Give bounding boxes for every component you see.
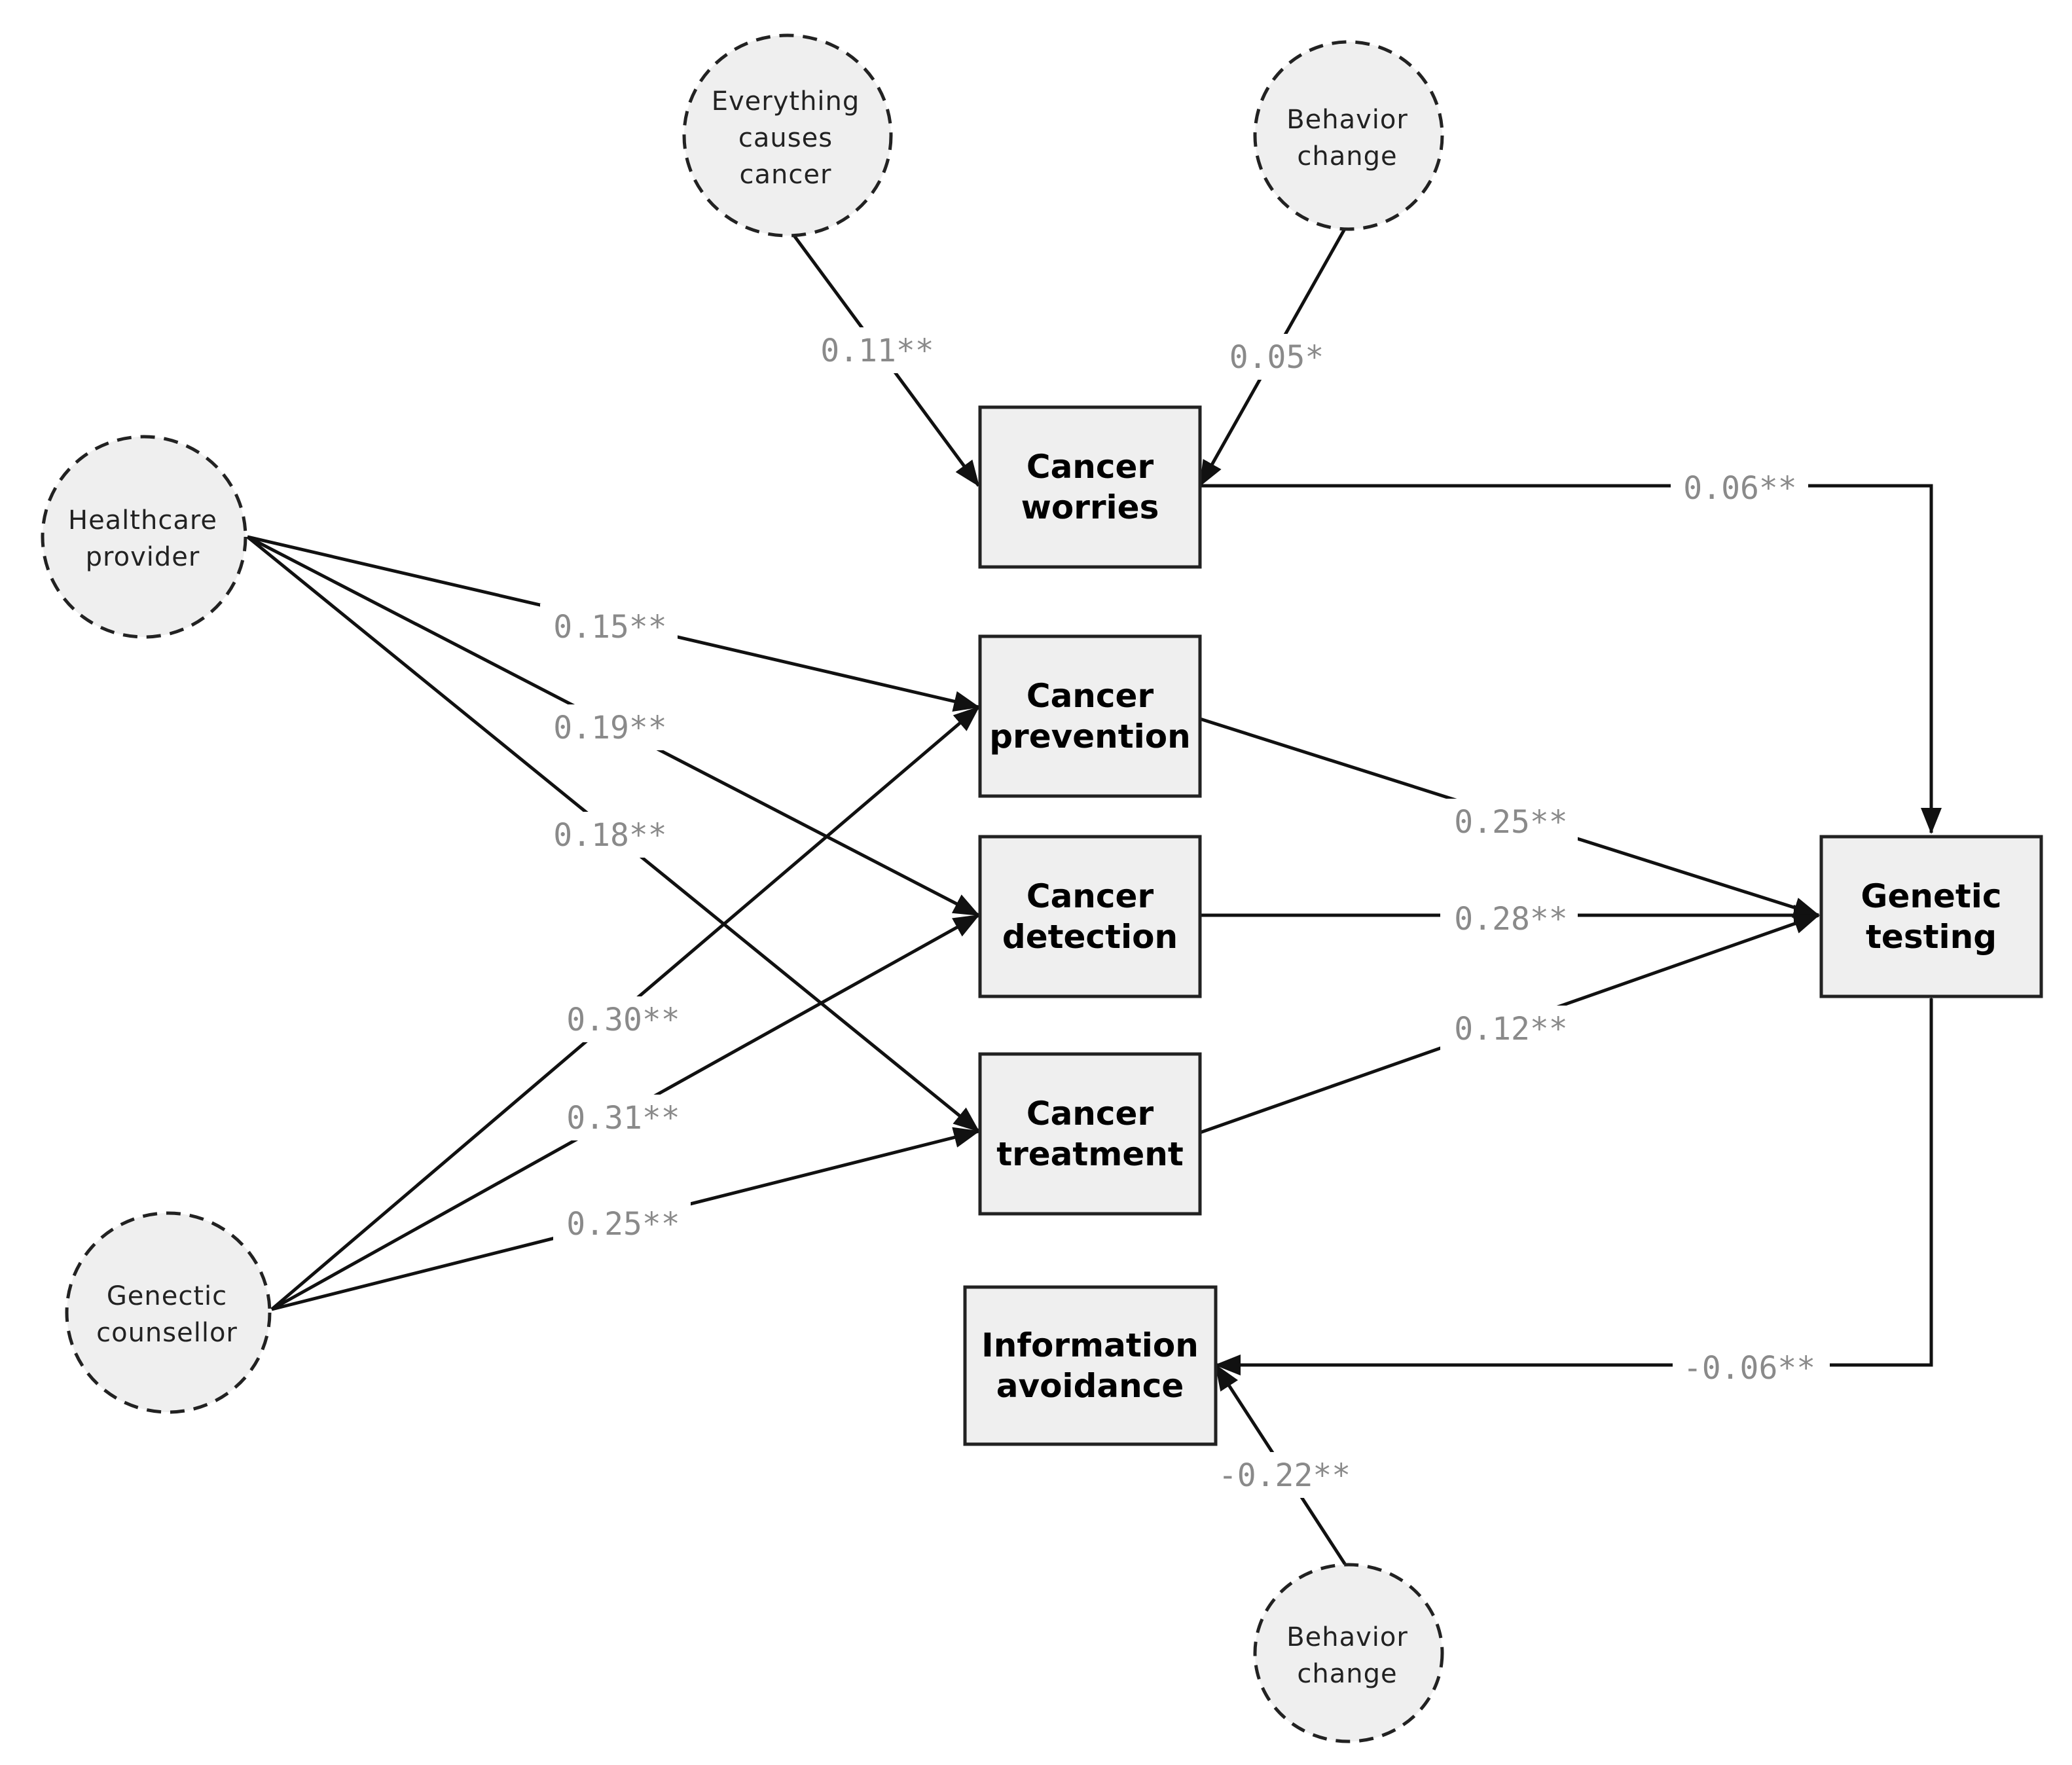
latent-label-line: Everything [712, 86, 860, 117]
coef-counsellor-to-detection: 0.31** [566, 1100, 680, 1137]
coef-counsellor-to-prevention: 0.30** [566, 1002, 680, 1038]
coef-provider-to-treatment: 0.18** [553, 817, 666, 854]
latent-healthcare-provider: Healthcare provider [41, 435, 247, 639]
box-label-line: Cancer [1027, 877, 1154, 915]
coef-detection-to-testing: 0.28** [1454, 901, 1567, 937]
coef-provider-to-detection: 0.19** [553, 710, 666, 746]
latent-label-line: provider [86, 542, 200, 572]
latent-nodes: Everything causes cancer Behavior change… [41, 33, 1444, 1743]
box-cancer-prevention: Cancer prevention [978, 634, 1202, 798]
box-label-line: treatment [996, 1135, 1184, 1173]
latent-label-line: counsellor [96, 1318, 238, 1348]
coef-treatment-to-testing: 0.12** [1454, 1011, 1567, 1047]
latent-label-line: Healthcare [68, 505, 217, 536]
latent-genetic-counsellor: Genectic counsellor [65, 1211, 272, 1414]
box-label-line: Cancer [1027, 1095, 1154, 1133]
path-worries-to-testing [1200, 484, 1942, 834]
box-label-line: prevention [989, 718, 1190, 755]
box-label-line: detection [1002, 918, 1178, 956]
coef-everything-to-worries: 0.11** [820, 333, 934, 369]
box-label-line: Genetic [1861, 877, 2001, 915]
box-cancer-detection: Cancer detection [978, 835, 1202, 998]
path-avoidance-to-testing [1214, 973, 1942, 1375]
latent-everything-causes-cancer: Everything causes cancer [682, 33, 893, 238]
coef-behavior-to-worries: 0.05* [1229, 339, 1324, 376]
box-label-line: testing [1866, 918, 1997, 956]
latent-behavior-change-top: Behavior change [1253, 40, 1444, 231]
box-cancer-worries: Cancer worries [978, 405, 1202, 569]
box-label-line: Cancer [1027, 448, 1154, 486]
box-label-line: Information [981, 1326, 1199, 1364]
coef-counsellor-to-treatment: 0.25** [566, 1206, 680, 1243]
coef-worries-to-testing: 0.06** [1683, 470, 1796, 507]
coef-avoidance-to-testing: -0.06** [1683, 1350, 1815, 1387]
box-cancer-treatment: Cancer treatment [978, 1052, 1202, 1216]
latent-label-line: change [1297, 1659, 1397, 1689]
box-information-avoidance: Information avoidance [963, 1285, 1218, 1446]
latent-label-line: cancer [740, 160, 832, 190]
box-label-line: avoidance [996, 1367, 1184, 1405]
coef-prevention-to-testing: 0.25** [1454, 804, 1567, 841]
box-label-line: Cancer [1027, 677, 1154, 715]
box-genetic-testing: Genetic testing [1819, 835, 2043, 998]
latent-behavior-change-bottom: Behavior change [1253, 1563, 1444, 1743]
observed-nodes: Cancer worries Cancer prevention Cancer … [963, 405, 2043, 1446]
coef-behavior-to-avoidance: -0.22** [1218, 1457, 1351, 1494]
latent-label-line: Behavior [1286, 105, 1408, 135]
latent-label-line: change [1297, 141, 1397, 172]
latent-label-line: causes [738, 123, 833, 153]
latent-label-line: Genectic [107, 1281, 227, 1311]
latent-label-line: Behavior [1286, 1622, 1408, 1652]
coefficient-labels: 0.11** 0.05* 0.06** 0.15** 0.19** 0.18**… [540, 327, 1830, 1498]
box-label-line: worries [1021, 488, 1159, 526]
coef-provider-to-prevention: 0.15** [553, 609, 666, 646]
